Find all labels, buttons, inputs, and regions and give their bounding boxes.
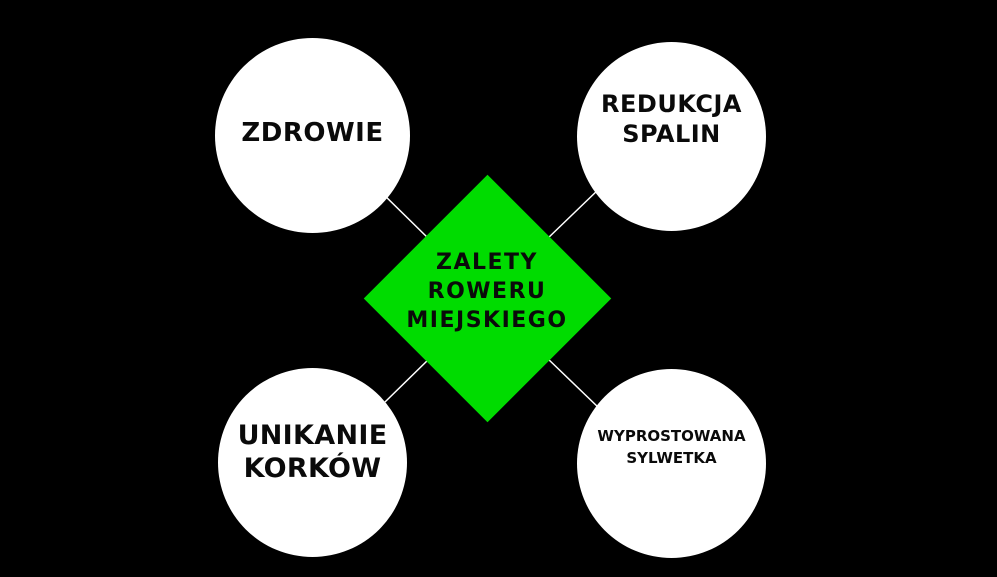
node-label: REDUKCJA SPALIN xyxy=(601,89,742,149)
center-title-line-1: ZALETY xyxy=(436,250,538,275)
connector-bottom-right xyxy=(545,356,601,410)
node-label: WYPROSTOWANA SYLWETKA xyxy=(597,425,745,469)
node-label-line: UNIKANIE xyxy=(237,419,388,451)
node-zdrowie: ZDROWIE xyxy=(215,38,410,233)
node-label-line: ZDROWIE xyxy=(241,117,384,148)
node-label-line: REDUKCJA xyxy=(601,89,742,118)
connector-bottom-left xyxy=(384,357,431,403)
node-label: UNIKANIE KORKÓW xyxy=(238,419,388,485)
node-label-line: SPALIN xyxy=(622,119,721,148)
node-redukcja-spalin: REDUKCJA SPALIN xyxy=(577,42,766,231)
center-title-line-2: ROWERU xyxy=(427,279,547,304)
node-label-line: KORKÓW xyxy=(243,452,382,484)
node-unikanie-korkow: UNIKANIE KORKÓW xyxy=(218,368,407,557)
center-title: ZALETY ROWERU MIEJSKIEGO xyxy=(387,248,587,335)
node-label-line: WYPROSTOWANA xyxy=(597,426,746,445)
node-label: ZDROWIE xyxy=(241,118,383,148)
connector-top-right xyxy=(545,187,601,241)
center-title-line-3: MIEJSKIEGO xyxy=(406,308,568,333)
node-label-line: SYLWETKA xyxy=(626,448,717,467)
node-wyprostowana-sylwetka: WYPROSTOWANA SYLWETKA xyxy=(577,369,766,558)
